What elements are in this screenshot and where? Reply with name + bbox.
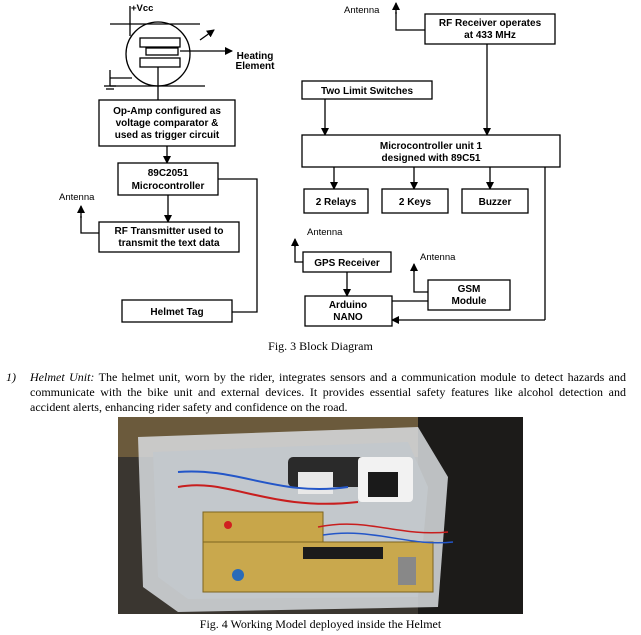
opamp-line-1: Op-Amp configured as bbox=[113, 106, 221, 117]
vcc-label: +Vcc bbox=[131, 3, 153, 14]
rf-receiver-line-2: at 433 MHz bbox=[464, 30, 516, 41]
arduino-line-1: Arduino bbox=[329, 300, 367, 311]
antenna-top-right-label: Antenna bbox=[344, 5, 380, 16]
section-number: 1) bbox=[6, 370, 16, 384]
limit-switches-label: Two Limit Switches bbox=[321, 86, 413, 97]
helmet-tag-box bbox=[121, 299, 233, 323]
relays-box bbox=[303, 188, 369, 214]
relays-label: 2 Relays bbox=[316, 197, 357, 208]
helmet-tag-label: Helmet Tag bbox=[150, 307, 203, 318]
mcu-unit1-line-2: designed with 89C51 bbox=[382, 153, 481, 164]
keys-box bbox=[381, 188, 449, 214]
gsm-line-2: Module bbox=[452, 296, 487, 307]
rf-transmitter-line-2: transmit the text data bbox=[118, 238, 220, 249]
opamp-line-3: used as trigger circuit bbox=[115, 130, 220, 141]
opamp-line-2: voltage comparator & bbox=[116, 118, 219, 129]
heating-element-label-1: Heating bbox=[237, 51, 274, 62]
antenna-left-label: Antenna bbox=[59, 192, 95, 203]
figure-3-caption: Fig. 3 Block Diagram bbox=[268, 339, 373, 353]
helmet-unit-paragraph: 1) Helmet Unit: The helmet unit, worn by… bbox=[6, 370, 626, 415]
mcu-unit1-line-1: Microcontroller unit 1 bbox=[380, 141, 483, 152]
buzzer-box bbox=[461, 188, 529, 214]
mcu-89c2051-line-1: 89C2051 bbox=[148, 168, 189, 179]
keys-label: 2 Keys bbox=[399, 197, 432, 208]
rf-receiver-line-1: RF Receiver operates bbox=[439, 18, 542, 29]
gsm-module-box bbox=[427, 279, 511, 311]
gsm-line-1: GSM bbox=[458, 284, 481, 295]
rf-transmitter-box bbox=[98, 221, 240, 253]
arduino-nano-box bbox=[304, 295, 393, 327]
gps-receiver-label: GPS Receiver bbox=[314, 258, 380, 269]
figure-4-caption: Fig. 4 Working Model deployed inside the… bbox=[199, 617, 442, 631]
mcu-89c2051-line-2: Microcontroller bbox=[132, 181, 205, 192]
heating-element-label-2: Element bbox=[236, 61, 276, 72]
antenna-gsm-label: Antenna bbox=[420, 252, 456, 263]
working-model-photo bbox=[118, 417, 523, 614]
buzzer-label: Buzzer bbox=[479, 197, 512, 208]
section-text: The helmet unit, worn by the rider, inte… bbox=[30, 370, 626, 414]
rf-transmitter-line-1: RF Transmitter used to bbox=[115, 226, 224, 237]
gas-sensor-symbol: +Vcc Heating Element bbox=[104, 3, 275, 90]
section-heading: Helmet Unit: bbox=[30, 370, 95, 384]
rf-receiver-box bbox=[424, 13, 556, 45]
limit-switches-box bbox=[301, 80, 433, 100]
opamp-box bbox=[98, 99, 236, 147]
mcu-unit1-box bbox=[301, 134, 561, 168]
block-diagram: +Vcc Heating Element Op-Amp configured a… bbox=[59, 2, 561, 327]
arduino-line-2: NANO bbox=[333, 312, 363, 323]
antenna-gps-label: Antenna bbox=[307, 227, 343, 238]
